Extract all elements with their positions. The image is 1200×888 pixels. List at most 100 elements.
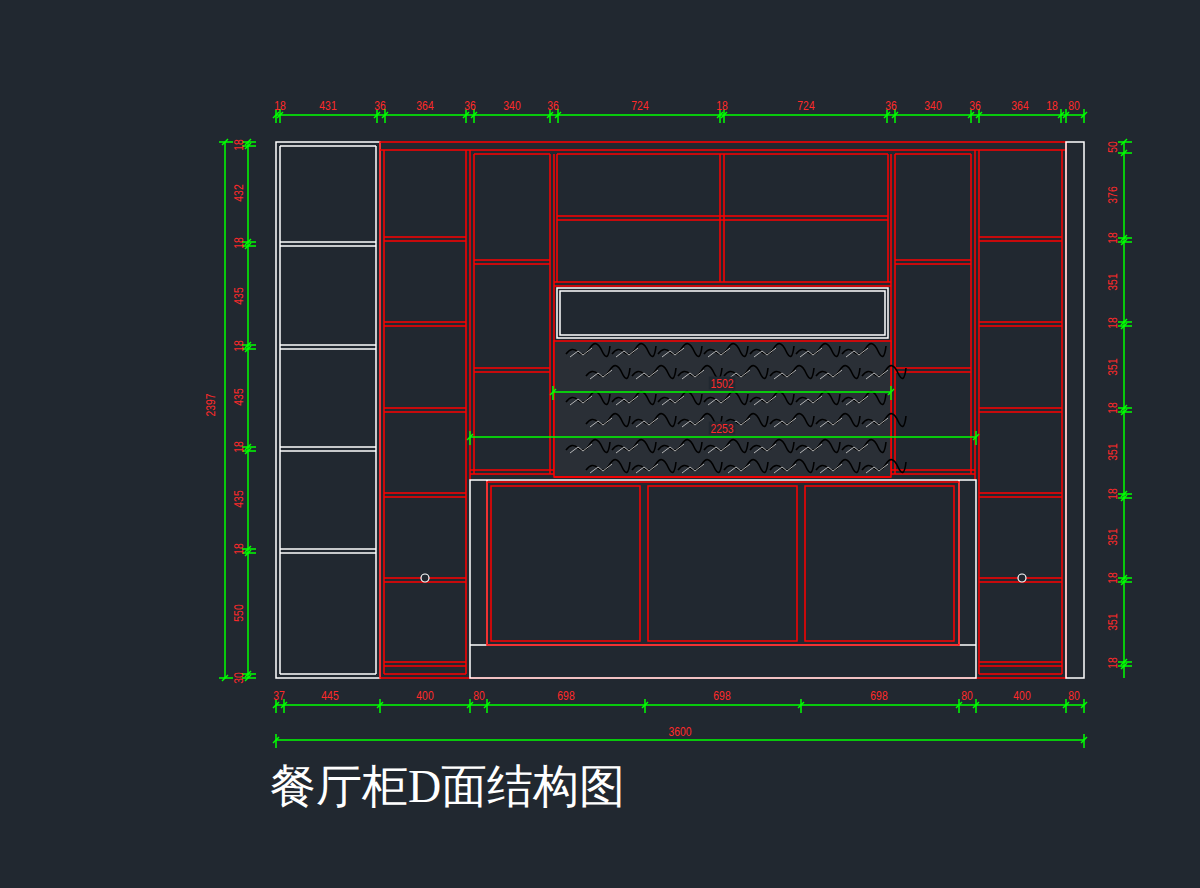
- dimension-text: 400: [416, 689, 433, 702]
- dimension-tick: [968, 112, 974, 118]
- dimension-text: 435: [232, 490, 245, 507]
- dimension-tick: [721, 112, 727, 118]
- dimension-text: 80: [1068, 99, 1080, 112]
- marble-vein: [632, 414, 676, 427]
- cad-line: [280, 145, 376, 147]
- dimension-text: 432: [232, 184, 245, 201]
- dimension-text: 724: [797, 99, 814, 112]
- dimension-tick: [471, 112, 477, 118]
- shelf-board: [474, 259, 550, 261]
- cad-line: [970, 154, 972, 474]
- marble-vein: [796, 344, 840, 357]
- dimension-tick: [281, 702, 287, 708]
- marble-vein: [636, 418, 658, 427]
- marble-vein: [846, 444, 868, 453]
- dimension-tick: [547, 112, 553, 118]
- shelf-board: [280, 245, 376, 247]
- marble-vein: [632, 460, 676, 473]
- dimension-text: 50: [1106, 141, 1119, 153]
- cad-line: [723, 154, 725, 282]
- dimension-tick: [245, 243, 251, 249]
- marble-vein: [662, 396, 684, 405]
- shelf-board: [895, 263, 971, 265]
- dimension-tick: [884, 112, 890, 118]
- shelf-board: [384, 492, 466, 494]
- cabinet-door: [648, 486, 797, 641]
- dimension-tick: [222, 675, 228, 681]
- shelf-board: [979, 321, 1062, 323]
- dimension-text: 36: [464, 99, 476, 112]
- cad-line: [473, 154, 475, 474]
- cad-line: [280, 673, 376, 675]
- dimension-tick: [1121, 495, 1127, 501]
- shelf-board: [280, 552, 376, 554]
- dimension-tick: [245, 550, 251, 556]
- shelf-board: [979, 496, 1062, 498]
- cad-line: [554, 281, 891, 283]
- marble-vein: [750, 392, 794, 405]
- dimension-tick: [888, 389, 894, 395]
- cad-line: [474, 153, 550, 155]
- marble-veins: [566, 344, 906, 473]
- marble-vein: [616, 444, 638, 453]
- marble-vein: [800, 348, 822, 357]
- dimension-tick: [1121, 579, 1127, 585]
- dimension-text: 3600: [668, 725, 691, 738]
- marble-vein: [796, 392, 840, 405]
- dimension-text: 36: [547, 99, 559, 112]
- marble-vein: [612, 344, 656, 357]
- marble-vein: [820, 464, 842, 473]
- dimension-tick: [245, 675, 251, 681]
- dimension-text: 445: [321, 689, 338, 702]
- display-niche: [560, 291, 885, 335]
- dimension-tick: [956, 702, 962, 708]
- door-frame: [487, 482, 959, 645]
- dimension-text: 18: [716, 99, 728, 112]
- marble-vein: [796, 440, 840, 453]
- dimension-text: 18: [232, 237, 245, 249]
- dimension-text: 18: [274, 99, 286, 112]
- cad-line: [557, 215, 888, 217]
- marble-vein: [820, 418, 842, 427]
- dimension-line: [276, 739, 1084, 741]
- marble-vein: [586, 414, 630, 427]
- marble-vein: [754, 348, 776, 357]
- marble-vein: [866, 370, 888, 379]
- shelf-board: [979, 492, 1062, 494]
- dimension-text: 431: [319, 99, 336, 112]
- dimension-text: 36: [885, 99, 897, 112]
- dimension-text: 18: [1106, 657, 1119, 669]
- dimension-tick: [245, 346, 251, 352]
- marble-vein: [570, 444, 592, 453]
- dimension-tick: [484, 702, 490, 708]
- dimension-text: 18: [1106, 488, 1119, 500]
- marble-vein: [658, 392, 702, 405]
- marble-vein: [770, 414, 814, 427]
- dimension-text: 18: [1106, 402, 1119, 414]
- shelf-board: [384, 496, 466, 498]
- dimension-tick: [467, 702, 473, 708]
- marble-vein: [636, 464, 658, 473]
- marble-vein: [846, 348, 868, 357]
- dimension-text: 36: [374, 99, 386, 112]
- dimension-text: 364: [416, 99, 433, 112]
- dimension-tick: [555, 112, 561, 118]
- marble-vein: [590, 418, 612, 427]
- cabinet-body: [380, 142, 1066, 678]
- dimension-tick: [1063, 112, 1069, 118]
- marble-vein: [862, 366, 906, 379]
- dimension-text: 351: [1106, 443, 1119, 460]
- marble-vein: [616, 396, 638, 405]
- dimension-tick: [892, 112, 898, 118]
- dimension-text: 351: [1106, 358, 1119, 375]
- dimension-tick: [1081, 702, 1087, 708]
- dimension-text: 351: [1106, 528, 1119, 545]
- dimension-tick: [1121, 239, 1127, 245]
- marble-vein: [862, 414, 906, 427]
- dimension-tick: [1081, 737, 1087, 743]
- dimension-line: [1123, 142, 1125, 678]
- shelf-board: [280, 548, 376, 550]
- shelf-board: [895, 259, 971, 261]
- cad-line: [894, 154, 896, 474]
- marble-vein: [842, 392, 886, 405]
